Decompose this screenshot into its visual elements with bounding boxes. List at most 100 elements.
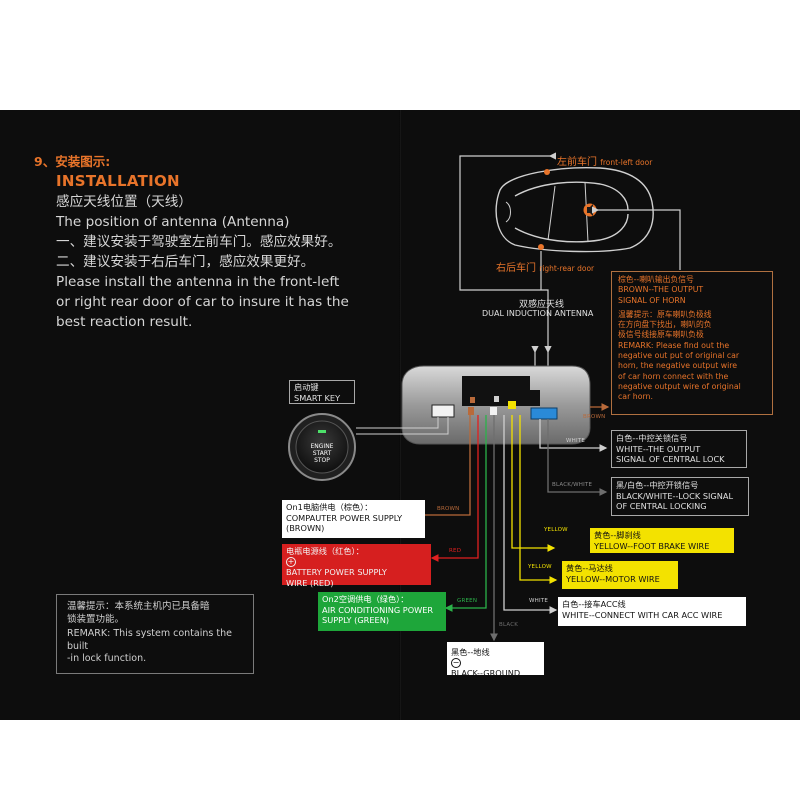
foot-brake-cn: 黄色--脚刹线 [594,530,641,540]
acc-wire-cn: 白色--接车ACC线 [562,599,626,609]
horn-tip-line-1: 温馨提示：原车喇叭负极线 [618,309,712,319]
horn-tip-line-2: 在方向盘下找出，喇叭的负 [618,320,712,330]
central-lock-cn: 白色--中控关锁信号 [616,433,688,443]
wire-label-white-lock: WHITE [566,438,586,444]
wire-label-brown-power: BROWN [437,506,460,512]
paragraph-install-en-1: Please install the antenna in the front-… [56,274,340,290]
wire-label-yellow-motor: YELLOW [528,564,552,570]
manual-page: 9、安装图示: INSTALLATION 感应天线位置（天线） The posi… [0,110,800,720]
horn-remark-line-6: car horn. [618,392,653,402]
paragraph-install-en-2: or right rear door of car to insure it h… [56,294,349,310]
battery-power-box: 电瓶电源线（红色）： + BATTERY POWER SUPPLY WIRE (… [282,544,431,588]
yellow-brake-wire [511,415,556,552]
right-rear-door-cn: 右后车门 [496,263,536,274]
central-lock-port [530,407,558,420]
horn-speaker-glyph [587,204,593,216]
smart-key-en: SMART KEY [294,392,341,403]
central-lock-box: 白色--中控关锁信号 WHITE--THE OUTPUT SIGNAL OF C… [611,430,747,468]
paragraph-antenna-en: The position of antenna (Antenna) [56,214,290,230]
ac-power-box: On2空调供电（绿色）： AIR CONDITIONING POWER SUPP… [318,592,446,631]
computer-power-en-2: (BROWN) [286,523,325,533]
battery-power-cn-row: 电瓶电源线（红色）： + [286,546,427,567]
wire-label-black-ground: BLACK [499,622,519,628]
motor-wire-cn: 黄色--马达线 [566,563,613,573]
ground-wire-cn: 黑色--地线 − [451,647,540,668]
smart-key-wire-2 [356,417,449,435]
right-rear-door-label: 右后车门 right-rear door [496,259,594,274]
brown-power-wire [416,415,471,519]
installation-title: INSTALLATION [56,172,180,190]
motor-wire-en: YELLOW--MOTOR WIRE [566,573,660,584]
horn-signal-line [592,206,681,270]
battery-power-cn: 电瓶电源线（红色）： [286,546,364,556]
front-left-door-cn: 左前车门 [557,157,597,168]
central-lock-en-1: WHITE--THE OUTPUT [616,443,701,454]
wire-label-red-power: RED [449,548,462,554]
white-acc-wire [503,415,558,614]
pin-gray-small [494,396,499,402]
wire-label-white-acc: WHITE [529,598,549,604]
front-left-antenna-dot [544,169,550,175]
foot-brake-box: 黄色--脚刹线 YELLOW--FOOT BRAKE WIRE [590,528,734,553]
red-power-wire [430,415,479,562]
paragraph-install-en-3: best reaction result. [56,314,193,330]
smart-key-port [431,404,455,418]
button-text: ENGINE START STOP [308,443,336,464]
central-lock-en-2: SIGNAL OF CENTRAL LOCK [616,454,725,464]
battery-power-en-2: WIRE (RED) [286,577,334,588]
wiring-diagram [288,152,681,642]
engine-start-button [295,420,349,474]
black-white-unlock-wire [547,419,608,496]
ac-power-en-2: SUPPLY (GREEN) [322,615,390,625]
smart-key-wire-1 [356,417,439,429]
horn-remark-line-2: negative out put of original car [618,351,740,361]
wire-label-black-white: BLACK/WHITE [552,482,593,488]
antenna-label-cn: 双感应天线 [519,300,565,310]
central-unlock-cn: 黑/白色--中控开锁信号 [616,480,699,490]
button-text-engine: ENGINE [310,443,334,450]
pin-white [490,407,497,415]
horn-remark-line-1: REMARK: Please find out the [618,340,730,350]
smart-key-cn: 启动键 [294,382,319,392]
horn-en-line-2: SIGNAL OF HORN [618,295,686,305]
computer-power-en-1: COMPAUTER POWER SUPPLY [286,512,403,523]
yellow-motor-wire [519,415,558,584]
horn-tip-line-3: 极信号线接原车喇叭负极 [618,330,704,340]
remark-en-line-1: REMARK: This system contains the built [67,628,232,652]
computer-power-cn: On1电脑供电（棕色）： [286,502,373,512]
horn-title-cn: 棕色--喇叭输出负信号 [618,275,694,284]
button-text-start: START [312,450,332,457]
acc-wire-en: WHITE--CONNECT WITH CAR ACC WIRE [562,609,723,620]
ground-wire-en: BLACK--GROUND [451,668,521,678]
front-left-door-en: front-left door [600,158,653,167]
horn-remark-line-3: horn, the negative output wire [618,361,738,371]
computer-power-box: On1电脑供电（棕色）： COMPAUTER POWER SUPPLY (BRO… [282,500,425,538]
page-fold [399,110,401,720]
right-rear-door-en: right-rear door [539,264,595,273]
green-power-wire [444,415,487,612]
remark-cn-line-2: 锁装置功能。 [67,613,125,625]
white-lock-wire [539,419,608,452]
motor-wire-box: 黄色--马达线 YELLOW--MOTOR WIRE [562,561,678,589]
paragraph-antenna-cn: 感应天线位置（天线） [56,194,192,210]
step-heading: 9、安装图示: [34,154,111,169]
horn-output-box: 棕色--喇叭输出负信号 BROWN--THE OUTPUT SIGNAL OF … [611,271,773,415]
antenna-label-en: DUAL INDUCTION ANTENNA [482,309,594,318]
paragraph-suggestion-1: 一、建议安装于驾驶室左前车门。感应效果好。 [56,234,342,250]
wire-label-green-power: GREEN [457,598,478,604]
foot-brake-en: YELLOW--FOOT BRAKE WIRE [594,540,710,551]
wire-label-brown-horn: BROWN [583,414,606,420]
antenna-line-front [459,152,556,350]
pin-brown [468,407,474,415]
smart-key-label: 启动键 SMART KEY [289,380,355,404]
remark-en-line-2: -in lock function. [67,653,147,664]
horn-remark-line-5: negative output wire of original [618,381,741,391]
wire-harness-connector [462,376,540,406]
ac-power-cn: On2空调供电（绿色）： [322,594,409,604]
ac-power-en-1: AIR CONDITIONING POWER [322,604,434,615]
battery-power-en-1: BATTERY POWER SUPPLY [286,567,387,577]
paragraph-suggestion-2: 二、建议安装于右后车门，感应效果更好。 [56,254,315,270]
pin-yellow [508,401,516,409]
central-unlock-en-2: OF CENTRAL LOCKING [616,501,707,511]
acc-wire-box: 白色--接车ACC线 WHITE--CONNECT WITH CAR ACC W… [558,597,746,626]
